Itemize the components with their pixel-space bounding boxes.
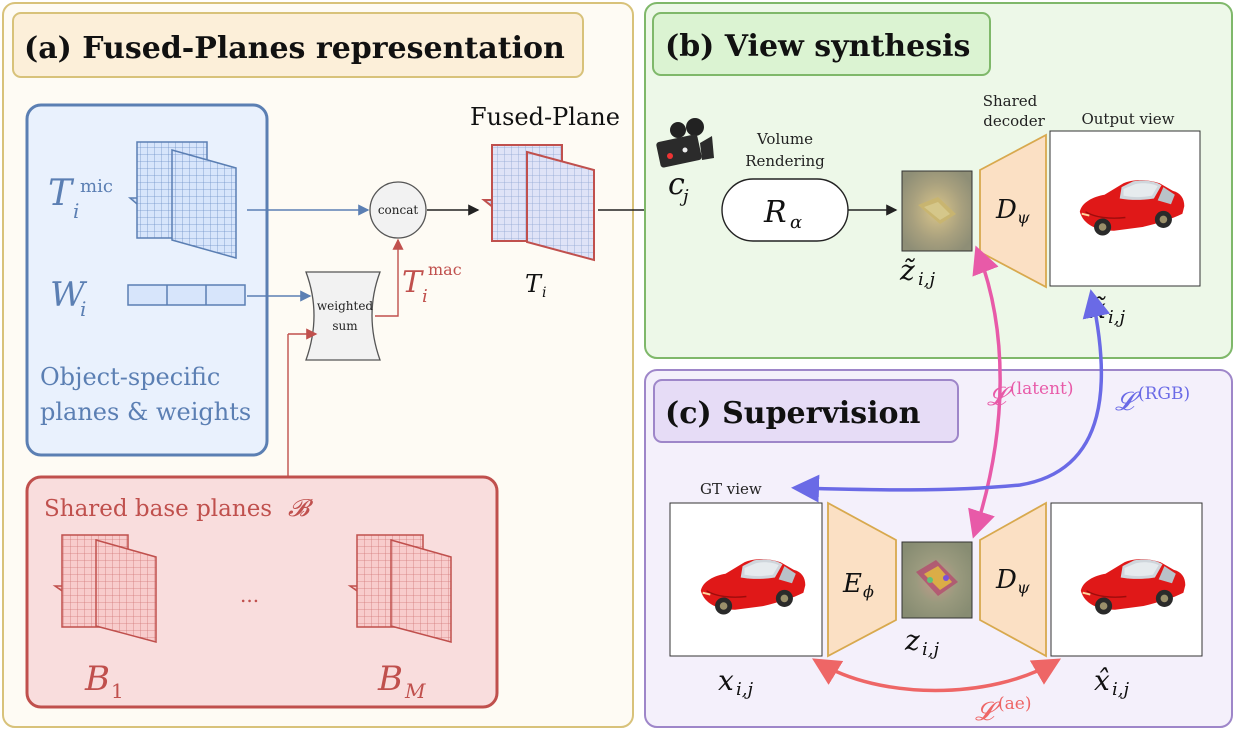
object-label-1: Object-specific xyxy=(40,363,220,391)
w-vector-icon xyxy=(127,284,246,306)
dec-b-sub: ψ xyxy=(1017,208,1030,227)
z-tilde-base: z̃ xyxy=(899,254,916,287)
cam-base: c xyxy=(668,167,685,202)
panel-c-title: (c) Supervision xyxy=(665,396,921,431)
concat-label: concat xyxy=(378,203,419,217)
enc-base: E xyxy=(842,569,862,599)
b1-base: B xyxy=(84,659,110,699)
volume-label-2: Rendering xyxy=(745,152,825,170)
t-mac-sup: mac xyxy=(428,260,462,279)
camera-icon xyxy=(656,118,714,168)
x-tilde-sub: i,j xyxy=(1108,307,1125,328)
z-latent-image xyxy=(901,541,973,619)
x-hat-base: x̂ xyxy=(1094,664,1110,697)
t-mic-plane-icon xyxy=(127,141,237,259)
volume-label-1: Volume xyxy=(756,130,813,148)
panel-b: (b) View synthesis c j Volume Rendering … xyxy=(644,2,1233,359)
w-sub: i xyxy=(80,297,86,321)
w-base: W xyxy=(50,275,88,315)
x-base: x xyxy=(718,664,734,697)
dec-c-sub: ψ xyxy=(1017,578,1030,597)
bm-plane-icon xyxy=(347,534,452,643)
cam-sub: j xyxy=(679,186,689,207)
encoder-node xyxy=(827,501,897,658)
t-mac-sub: i xyxy=(422,286,428,307)
dec-b-base: D xyxy=(995,195,1017,225)
z-tilde-sub: i,j xyxy=(918,269,935,290)
t-mac-base: T xyxy=(402,265,424,300)
shared-base-label: Shared base planes xyxy=(44,496,272,522)
z-sub: i,j xyxy=(922,639,939,660)
panel-b-title-box xyxy=(652,12,991,76)
ti-sub: i xyxy=(542,285,546,301)
panel-a-title-box xyxy=(12,12,584,78)
shared-decoder-label-1: Shared xyxy=(983,92,1038,110)
rgb-loss-sup: (RGB) xyxy=(1138,384,1190,404)
dec-c-base: D xyxy=(995,565,1017,595)
z-tilde-latent-image xyxy=(901,170,973,252)
weighted-label-1: weighted xyxy=(317,299,374,313)
panel-a: (a) Fused-Planes representation T i mic … xyxy=(2,2,634,728)
shared-decoder-label-2: decoder xyxy=(983,112,1045,130)
latent-loss-sup: (latent) xyxy=(1010,379,1074,399)
gt-view-label: GT view xyxy=(700,480,762,498)
bm-base: B xyxy=(377,659,403,699)
x-hat-sub: i,j xyxy=(1112,679,1129,700)
object-label-2: planes & weights xyxy=(40,398,251,426)
x-sub: i,j xyxy=(736,679,753,700)
weighted-label-2: sum xyxy=(332,319,358,333)
render-sub: α xyxy=(790,212,802,233)
rgb-loss-arrow xyxy=(791,289,1111,503)
concat-node xyxy=(369,181,427,239)
render-base: R xyxy=(763,195,787,230)
output-view-label: Output view xyxy=(1081,110,1174,128)
ti-base: T xyxy=(525,270,543,298)
b1-plane-icon xyxy=(52,534,157,643)
panel-b-title: (b) View synthesis xyxy=(665,29,970,64)
t-mic-sup: mic xyxy=(80,176,113,197)
fused-plane-label: Fused-Plane xyxy=(470,103,620,131)
t-mac-arrow xyxy=(375,238,404,317)
b1-sub: 1 xyxy=(111,679,124,703)
ae-loss-sup: (ae) xyxy=(998,694,1031,714)
weighted-sum-node xyxy=(305,271,381,361)
t-mic-base: T xyxy=(48,173,75,214)
panel-c: (c) Supervision GT view x i,j E ϕ z i,j … xyxy=(644,369,1233,728)
ae-loss-arrow xyxy=(812,658,1062,693)
panel-a-title: (a) Fused-Planes representation xyxy=(24,31,565,66)
enc-sub: ϕ xyxy=(863,582,874,601)
t-mic-sub: i xyxy=(73,199,79,223)
bm-sub: M xyxy=(404,679,426,703)
decoder-c-node xyxy=(979,501,1047,658)
base-ellipsis: ... xyxy=(240,583,259,607)
z-base: z xyxy=(904,624,920,657)
fused-plane-icon xyxy=(481,144,595,262)
